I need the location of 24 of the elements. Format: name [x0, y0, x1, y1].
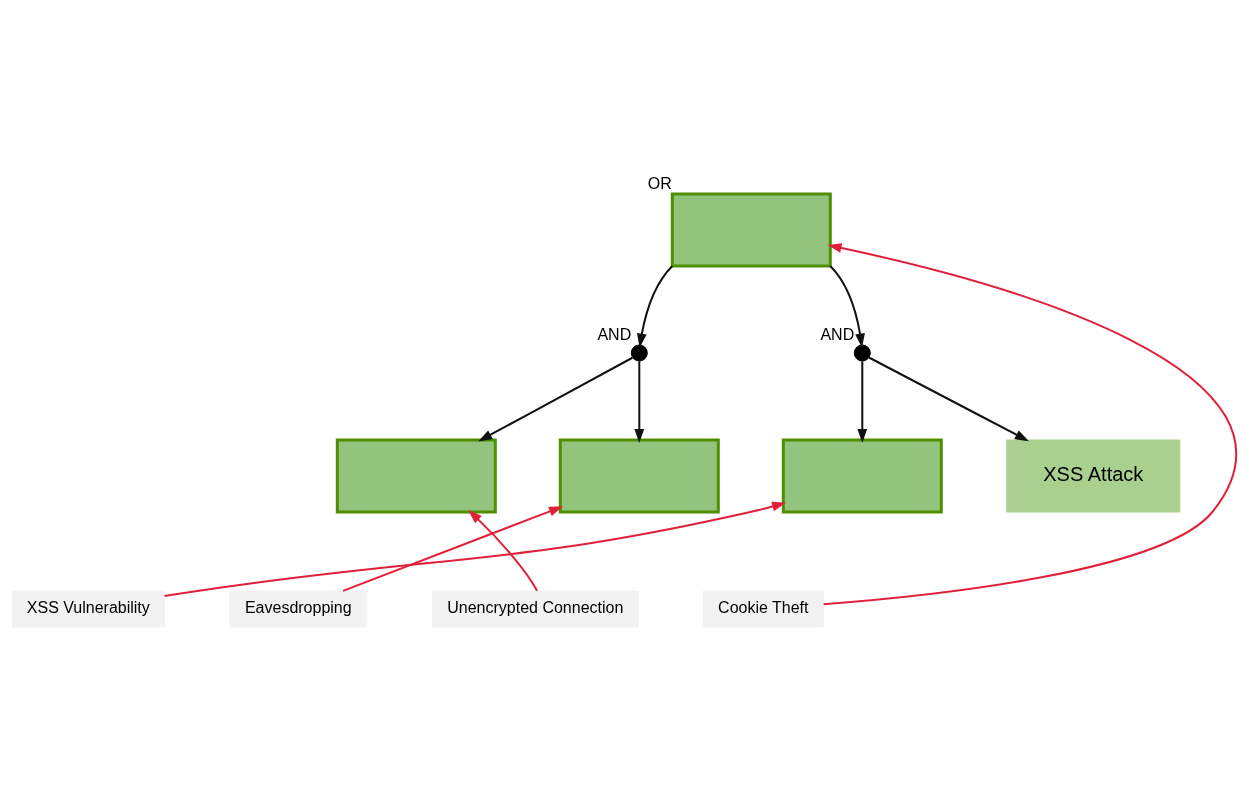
arrow	[636, 264, 674, 348]
node-box: Unencrypted Connection	[431, 590, 639, 627]
arrow	[468, 509, 539, 592]
arrow	[857, 359, 868, 443]
node-box	[335, 438, 497, 513]
node-box	[670, 192, 832, 267]
node-label: OR	[647, 174, 672, 192]
node-circle	[630, 344, 648, 361]
node-label: AND	[820, 325, 855, 343]
node-circle	[853, 344, 871, 361]
arrow	[822, 242, 1237, 605]
node-label: AND	[597, 325, 632, 343]
arrow	[478, 356, 634, 441]
node-box	[781, 438, 943, 513]
node-box: XSS Attack	[1006, 439, 1181, 512]
node-box: Cookie Theft	[702, 590, 824, 627]
arrow	[634, 359, 645, 443]
arrow	[163, 501, 787, 597]
arrow	[867, 356, 1029, 441]
node-box: Eavesdropping	[229, 590, 368, 627]
arrow	[342, 505, 564, 592]
node-box: XSS Vulnerability	[11, 590, 165, 627]
node-box	[558, 438, 720, 513]
arrow	[829, 264, 865, 348]
